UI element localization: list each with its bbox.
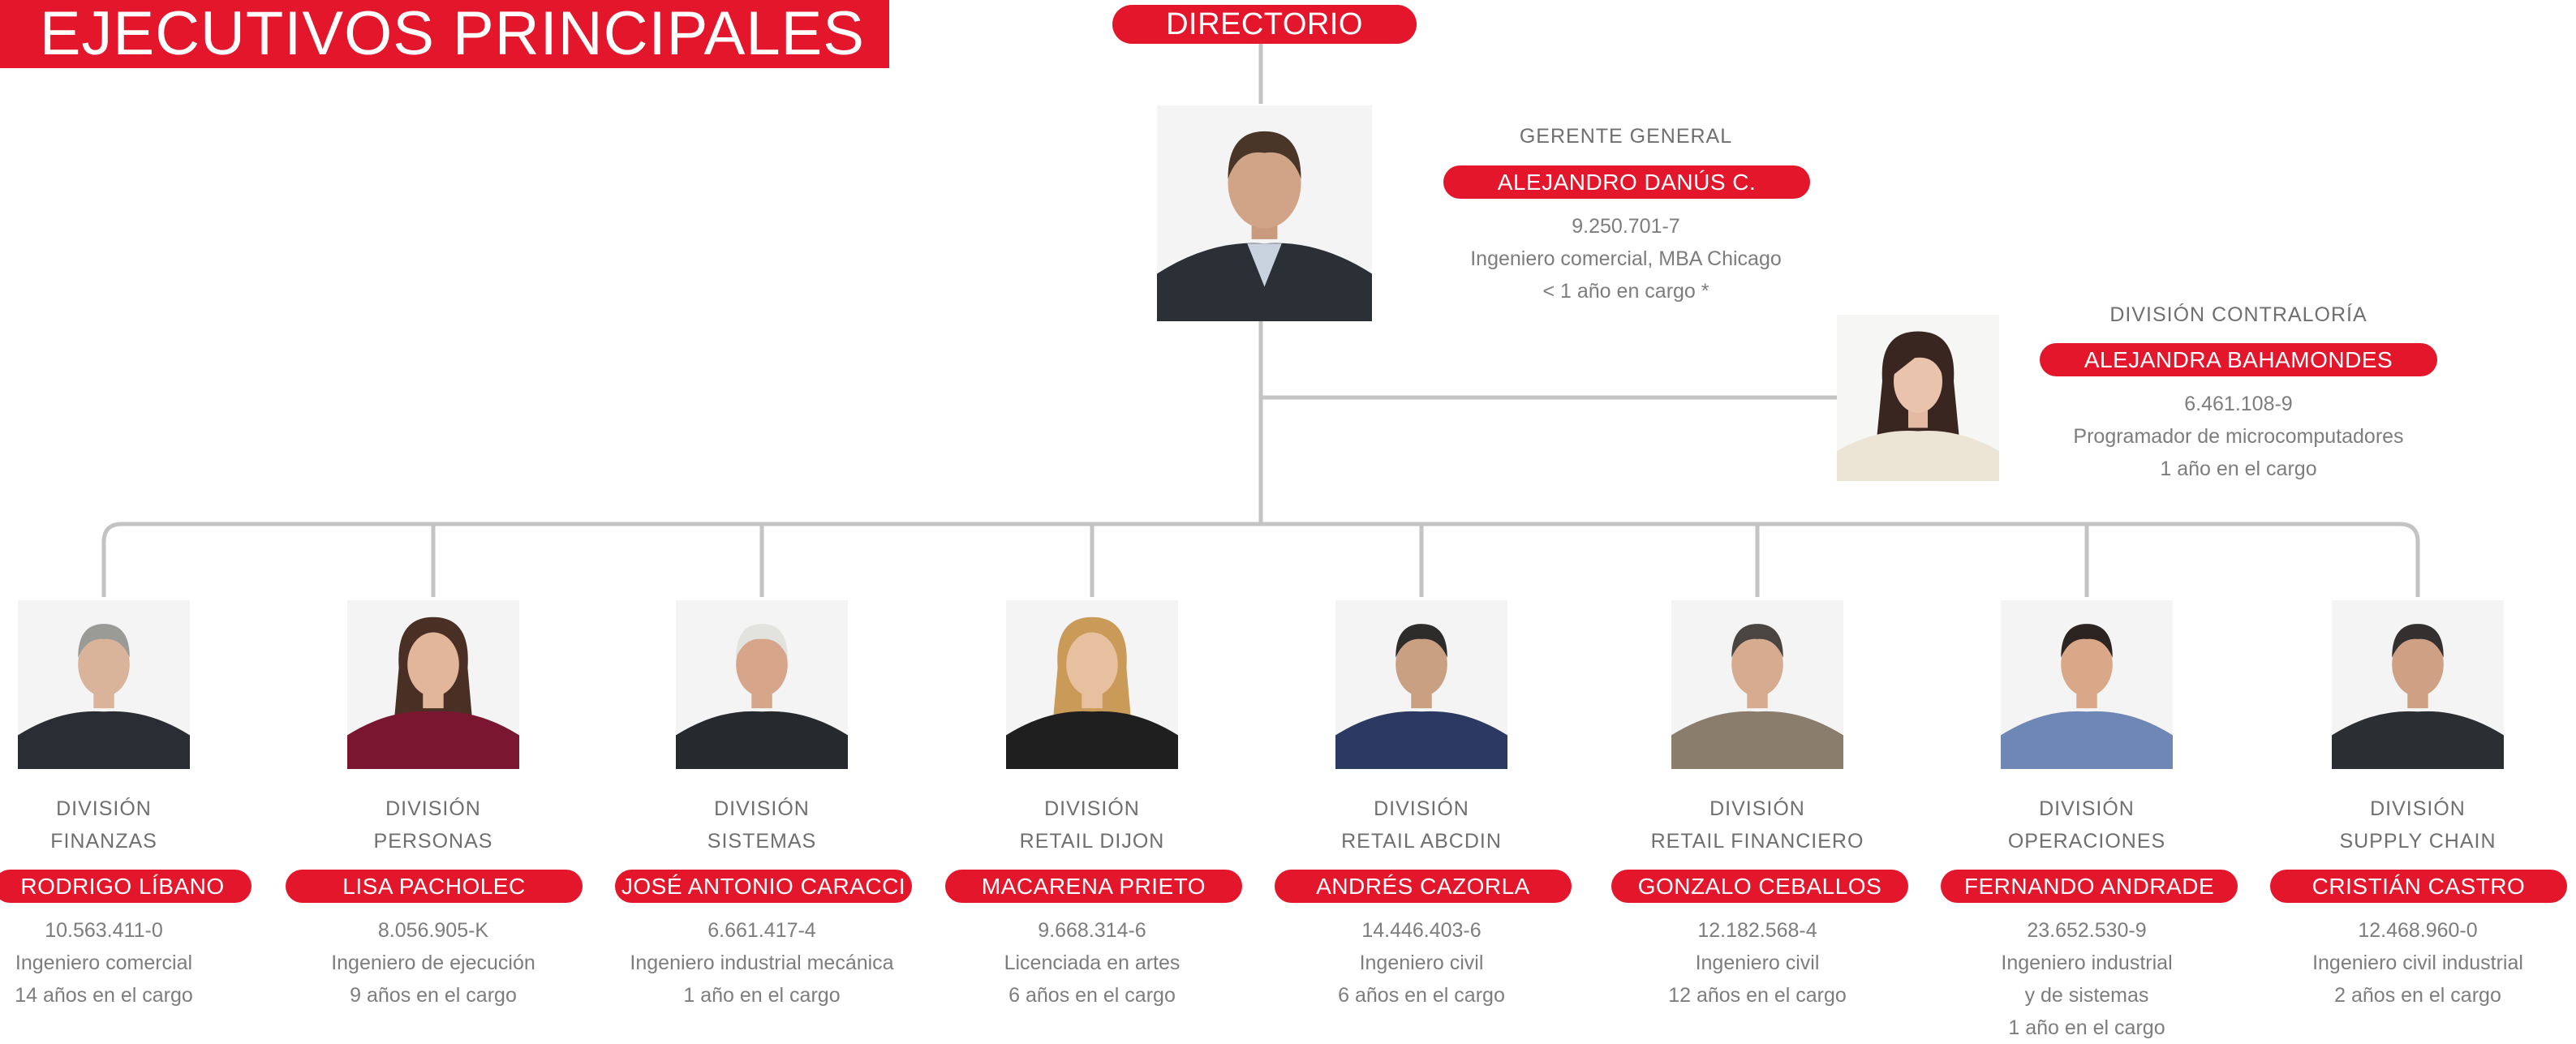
- executive-profession: Ingeniero comercial: [15, 952, 193, 974]
- executive-id: 6.661.417-4: [707, 919, 816, 942]
- executive-profession: Ingeniero industrial mecánica: [630, 952, 894, 974]
- executive-id: 10.563.411-0: [45, 919, 163, 942]
- executive-tenure: 2 años en el cargo: [2334, 984, 2501, 1007]
- executive-photo: [18, 600, 190, 769]
- executive-name-pill: LISA PACHOLEC: [286, 870, 583, 903]
- executive-tenure: 1 año en el cargo: [683, 984, 841, 1007]
- executive-photo: [2001, 600, 2173, 769]
- executive-tenure: 6 años en el cargo: [1338, 984, 1505, 1007]
- executive-photo: [347, 600, 519, 769]
- comptroller-profession: Programador de microcomputadores: [2073, 425, 2404, 448]
- executive-profession: Ingeniero civil: [1695, 952, 1820, 974]
- executive-photo: [2332, 600, 2504, 769]
- ceo-photo: [1157, 105, 1372, 321]
- division-name: SUPPLY CHAIN: [2339, 830, 2496, 853]
- division-name: RETAIL ABCDIN: [1341, 830, 1502, 853]
- board-pill: DIRECTORIO: [1112, 5, 1417, 44]
- division-label: DIVISIÓN: [714, 797, 810, 820]
- executive-profession: Ingeniero civil industrial: [2312, 952, 2523, 974]
- comptroller-name-pill: ALEJANDRA BAHAMONDES: [2040, 343, 2437, 376]
- executive-photo: [1335, 600, 1507, 769]
- division-name: RETAIL FINANCIERO: [1650, 830, 1864, 853]
- comptroller-role: DIVISIÓN CONTRALORÍA: [2109, 303, 2367, 326]
- executive-photo: [1671, 600, 1843, 769]
- ceo-name-pill: ALEJANDRO DANÚS C.: [1443, 165, 1810, 199]
- division-label: DIVISIÓN: [1044, 797, 1140, 820]
- executive-tenure: 6 años en el cargo: [1008, 984, 1176, 1007]
- executive-id: 12.182.568-4: [1697, 919, 1817, 942]
- executive-profession: Ingeniero de ejecución: [331, 952, 535, 974]
- executive-tenure: 9 años en el cargo: [350, 984, 517, 1007]
- executive-tenure: 14 años en el cargo: [15, 984, 193, 1007]
- page-title: EJECUTIVOS PRINCIPALES: [0, 0, 889, 68]
- ceo-tenure: < 1 año en cargo *: [1542, 280, 1709, 303]
- division-name: SISTEMAS: [707, 830, 817, 853]
- division-name: PERSONAS: [373, 830, 493, 853]
- ceo-profession: Ingeniero comercial, MBA Chicago: [1470, 247, 1782, 270]
- division-label: DIVISIÓN: [385, 797, 481, 820]
- executive-tenure: 12 años en el cargo: [1668, 984, 1847, 1007]
- executive-name-pill: GONZALO CEBALLOS: [1611, 870, 1908, 903]
- executive-id: 23.652.530-9: [2027, 919, 2147, 942]
- comptroller-id: 6.461.108-9: [2184, 393, 2293, 415]
- executive-profession-cont: y de sistemas: [2024, 984, 2149, 1007]
- executive-name-pill: FERNANDO ANDRADE: [1941, 870, 2238, 903]
- division-label: DIVISIÓN: [1709, 797, 1805, 820]
- ceo-id: 9.250.701-7: [1572, 215, 1680, 238]
- executive-tenure: 1 año en el cargo: [2008, 1016, 2165, 1039]
- division-name: FINANZAS: [50, 830, 157, 853]
- executive-id: 8.056.905-K: [377, 919, 489, 942]
- division-bus-line: [101, 522, 2420, 597]
- executive-id: 14.446.403-6: [1361, 919, 1482, 942]
- executive-photo: [676, 600, 848, 769]
- executive-id: 12.468.960-0: [2358, 919, 2478, 942]
- division-label: DIVISIÓN: [2370, 797, 2466, 820]
- executive-id: 9.668.314-6: [1038, 919, 1146, 942]
- comptroller-photo: [1837, 315, 1999, 481]
- executive-profession: Ingeniero civil: [1359, 952, 1484, 974]
- executive-name-pill: ANDRÉS CAZORLA: [1275, 870, 1572, 903]
- executive-photo: [1006, 600, 1178, 769]
- division-name: RETAIL DIJON: [1019, 830, 1165, 853]
- executive-name-pill: RODRIGO LÍBANO: [0, 870, 252, 903]
- division-label: DIVISIÓN: [2039, 797, 2135, 820]
- ceo-role: GERENTE GENERAL: [1519, 125, 1733, 148]
- executive-name-pill: MACARENA PRIETO: [945, 870, 1242, 903]
- division-name: OPERACIONES: [2007, 830, 2166, 853]
- executive-name-pill: JOSÉ ANTONIO CARACCI: [615, 870, 912, 903]
- comptroller-tenure: 1 año en el cargo: [2160, 458, 2317, 480]
- executive-profession: Ingeniero industrial: [2001, 952, 2173, 974]
- executive-name-pill: CRISTIÁN CASTRO: [2270, 870, 2567, 903]
- division-label: DIVISIÓN: [56, 797, 152, 820]
- executive-profession: Licenciada en artes: [1004, 952, 1180, 974]
- division-label: DIVISIÓN: [1374, 797, 1469, 820]
